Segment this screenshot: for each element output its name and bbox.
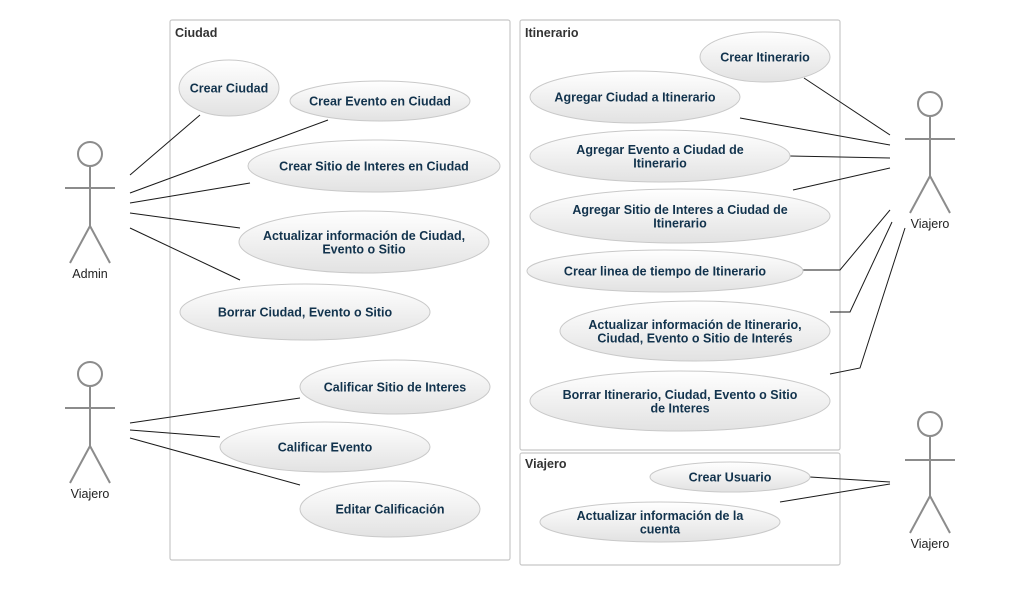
use-case-ellipse	[179, 283, 431, 341]
use-case-crear-usuario: Crear Usuario	[649, 461, 811, 493]
use-case-label: Actualizar información de la	[577, 509, 745, 523]
use-case-agregar-sitio-itinerario: Agregar Sitio de Interes a Ciudad deItin…	[529, 188, 831, 244]
use-case-label: Agregar Sitio de Interes a Ciudad de	[572, 203, 787, 217]
use-case-calificar-evento: Calificar Evento	[219, 421, 431, 473]
use-case-label: cuenta	[640, 522, 681, 536]
use-case-ellipse	[289, 80, 471, 122]
actor-viajero-left-label: Viajero	[71, 487, 110, 501]
use-case-ellipse	[529, 70, 741, 124]
use-case-label: Crear Itinerario	[720, 51, 810, 65]
use-case-label: Agregar Ciudad a Itinerario	[554, 91, 716, 105]
link-viajero-agregar-sitio	[792, 167, 891, 191]
use-case-label: Editar Calificación	[335, 503, 444, 517]
use-case-ellipse	[529, 188, 831, 244]
use-case-label: Crear Ciudad	[190, 82, 269, 96]
use-case-editar-calificacion: Editar Calificación	[299, 480, 481, 538]
use-case-label: Crear linea de tiempo de Itinerario	[564, 265, 767, 279]
use-case-linea-tiempo: Crear linea de tiempo de Itinerario	[526, 249, 804, 293]
use-case-ellipse	[299, 480, 481, 538]
link-viajero-actualizar-itinerario	[830, 221, 893, 313]
use-case-ellipse	[539, 501, 781, 543]
link-viajero-editar-calificacion	[129, 437, 301, 486]
package-ciudad-title: Ciudad	[175, 26, 217, 40]
link-viajero-actualizar-cuenta	[779, 483, 891, 503]
use-case-calificar-sitio: Calificar Sitio de Interes	[299, 359, 491, 415]
link-viajero-calificar-evento	[129, 429, 221, 438]
use-case-actualizar-ciudad: Actualizar información de Ciudad,Evento …	[238, 210, 490, 274]
link-viajero-agregar-evento	[789, 155, 891, 159]
use-case-label: Agregar Evento a Ciudad de	[576, 143, 743, 157]
use-case-crear-ciudad: Crear Ciudad	[178, 59, 280, 117]
use-case-label: Crear Sitio de Interes en Ciudad	[279, 160, 469, 174]
use-case-crear-itinerario: Crear Itinerario	[699, 31, 831, 83]
package-itinerario-title: Itinerario	[525, 26, 579, 40]
use-case-label: de Interes	[650, 401, 709, 415]
actor-viajero-right-top-label: Viajero	[911, 217, 950, 231]
use-case-label: Crear Usuario	[689, 471, 772, 485]
use-case-ellipse	[238, 210, 490, 274]
actor-admin-label: Admin	[72, 267, 107, 281]
use-case-label: Calificar Evento	[278, 441, 373, 455]
use-case-label: Calificar Sitio de Interes	[324, 381, 466, 395]
associations	[129, 77, 906, 503]
link-admin-crear-ciudad	[129, 114, 201, 176]
link-viajero-linea-tiempo	[803, 209, 891, 271]
use-case-agregar-ciudad-itinerario: Agregar Ciudad a Itinerario	[529, 70, 741, 124]
use-case-label: Actualizar información de Ciudad,	[263, 229, 465, 243]
use-case-label: Evento o Sitio	[322, 242, 406, 256]
use-case-ellipse	[559, 300, 831, 362]
use-case-crear-sitio-ciudad: Crear Sitio de Interes en Ciudad	[247, 139, 501, 193]
use-case-ellipse	[247, 139, 501, 193]
use-case-label: Borrar Ciudad, Evento o Sitio	[218, 306, 393, 320]
use-case-label: Borrar Itinerario, Ciudad, Evento o Siti…	[563, 388, 798, 402]
link-viajero-calificar-sitio	[129, 397, 301, 424]
link-admin-crear-evento	[129, 119, 329, 194]
use-case-ellipse	[178, 59, 280, 117]
actor-viajero-right-top: Viajero	[905, 91, 955, 231]
link-admin-borrar	[129, 227, 241, 281]
use-case-ellipse	[219, 421, 431, 473]
use-case-crear-evento-ciudad: Crear Evento en Ciudad	[289, 80, 471, 122]
link-viajero-agregar-ciudad	[739, 117, 891, 146]
use-case-label: Itinerario	[633, 156, 687, 170]
use-case-label: Ciudad, Evento o Sitio de Interés	[597, 331, 792, 345]
use-case-ellipse	[526, 249, 804, 293]
use-case-ellipse	[699, 31, 831, 83]
use-case-label: Crear Evento en Ciudad	[309, 95, 451, 109]
actor-viajero-right-bottom: Viajero	[905, 411, 955, 551]
actor-viajero-left: Viajero	[65, 361, 115, 501]
use-case-ellipse	[529, 129, 791, 183]
actor-viajero-right-bottom-label: Viajero	[911, 537, 950, 551]
use-case-ellipse	[529, 370, 831, 432]
package-viajero-title: Viajero	[525, 457, 567, 471]
use-case-borrar-itinerario: Borrar Itinerario, Ciudad, Evento o Siti…	[529, 370, 831, 432]
use-case-ellipse	[649, 461, 811, 493]
link-viajero-crear-itinerario	[803, 77, 891, 136]
link-admin-actualizar	[129, 212, 241, 229]
use-case-ellipse	[299, 359, 491, 415]
use-case-label: Itinerario	[653, 216, 707, 230]
link-admin-crear-sitio	[129, 182, 251, 204]
link-viajero-crear-usuario	[809, 476, 891, 483]
link-viajero-borrar-itinerario	[829, 227, 906, 375]
use-case-borrar-ciudad: Borrar Ciudad, Evento o Sitio	[179, 283, 431, 341]
use-case-actualizar-itinerario: Actualizar información de Itinerario,Ciu…	[559, 300, 831, 362]
use-case-label: Actualizar información de Itinerario,	[588, 318, 801, 332]
actor-admin: Admin	[65, 141, 115, 281]
